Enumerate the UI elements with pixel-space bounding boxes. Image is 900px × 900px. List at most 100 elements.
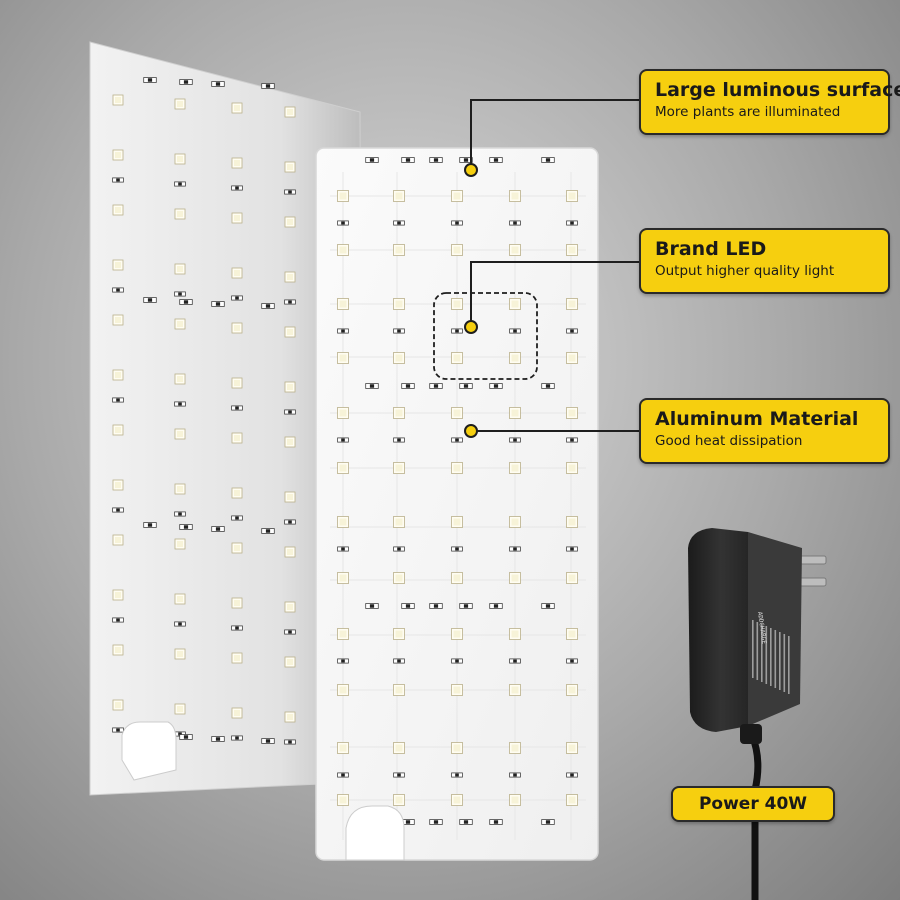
resistor — [143, 297, 157, 303]
resistor — [489, 603, 503, 609]
power-adapter-icon: ADDCHARGE — [688, 528, 827, 900]
led-chip — [174, 593, 186, 605]
resistor — [566, 437, 578, 443]
led-chip — [231, 157, 243, 169]
led-chip — [451, 190, 463, 202]
led-chip — [337, 407, 349, 419]
led-chip — [174, 153, 186, 165]
resistor — [393, 328, 405, 334]
resistor — [211, 526, 225, 532]
led-chip — [337, 516, 349, 528]
led-chip — [112, 204, 124, 216]
resistor — [459, 603, 473, 609]
resistor — [231, 735, 243, 741]
resistor — [337, 658, 349, 664]
resistor — [112, 287, 124, 293]
resistor — [337, 772, 349, 778]
resistor — [174, 511, 186, 517]
led-chip — [566, 407, 578, 419]
resistor — [451, 546, 463, 552]
led-chip — [509, 407, 521, 419]
resistor — [337, 328, 349, 334]
resistor — [284, 629, 296, 635]
led-chip — [566, 628, 578, 640]
resistor — [284, 739, 296, 745]
resistor — [541, 603, 555, 609]
led-chip — [112, 424, 124, 436]
resistor — [541, 383, 555, 389]
led-chip — [566, 516, 578, 528]
led-chip — [451, 516, 463, 528]
resistor — [174, 621, 186, 627]
resistor — [231, 295, 243, 301]
led-chip — [393, 742, 405, 754]
resistor — [365, 383, 379, 389]
led-chip — [112, 369, 124, 381]
resistor — [393, 772, 405, 778]
resistor — [451, 658, 463, 664]
resistor — [365, 157, 379, 163]
led-chip — [566, 794, 578, 806]
connector-dots — [464, 163, 478, 438]
led-chip — [284, 711, 296, 723]
led-chip — [174, 483, 186, 495]
led-chip — [451, 244, 463, 256]
led-chip — [566, 352, 578, 364]
resistor — [566, 658, 578, 664]
led-chip — [112, 479, 124, 491]
led-chip — [174, 428, 186, 440]
back-led-panel — [89, 41, 363, 796]
led-chip — [112, 259, 124, 271]
led-chip — [509, 298, 521, 310]
resistor — [174, 181, 186, 187]
led-chip — [174, 373, 186, 385]
resistor — [429, 383, 443, 389]
led-chip — [566, 244, 578, 256]
led-chip — [393, 684, 405, 696]
led-chip — [231, 267, 243, 279]
led-chip — [566, 462, 578, 474]
led-chip — [451, 352, 463, 364]
resistor — [541, 157, 555, 163]
led-chip — [284, 161, 296, 173]
led-highlight-box — [433, 292, 538, 380]
resistor — [401, 383, 415, 389]
resistor — [566, 328, 578, 334]
aluminum-material-subtitle: Good heat dissipation — [655, 433, 803, 449]
led-chip — [451, 794, 463, 806]
led-chip — [451, 298, 463, 310]
resistor — [429, 157, 443, 163]
resistor — [112, 507, 124, 513]
resistor — [489, 157, 503, 163]
led-chip — [451, 684, 463, 696]
resistor — [284, 519, 296, 525]
brand-led-title: Brand LED — [655, 238, 767, 260]
led-chip — [231, 322, 243, 334]
led-chip — [231, 102, 243, 114]
led-chip — [393, 462, 405, 474]
resistor — [509, 546, 521, 552]
led-chip — [509, 628, 521, 640]
resistor — [284, 189, 296, 195]
resistor — [112, 397, 124, 403]
led-chip — [231, 377, 243, 389]
led-chip — [174, 98, 186, 110]
resistor — [211, 301, 225, 307]
resistor — [489, 819, 503, 825]
resistor — [231, 405, 243, 411]
luminous-surface-title: Large luminous surface — [655, 79, 900, 101]
resistor — [451, 437, 463, 443]
resistor — [143, 77, 157, 83]
led-chip — [231, 487, 243, 499]
resistor — [261, 738, 275, 744]
led-chip — [112, 699, 124, 711]
resistor — [284, 409, 296, 415]
resistor — [112, 177, 124, 183]
resistor — [174, 291, 186, 297]
led-chip — [337, 462, 349, 474]
led-chip — [337, 190, 349, 202]
power-rating-callout: Power 40W — [671, 786, 835, 822]
led-chip — [337, 244, 349, 256]
resistor — [509, 658, 521, 664]
led-chip — [231, 597, 243, 609]
